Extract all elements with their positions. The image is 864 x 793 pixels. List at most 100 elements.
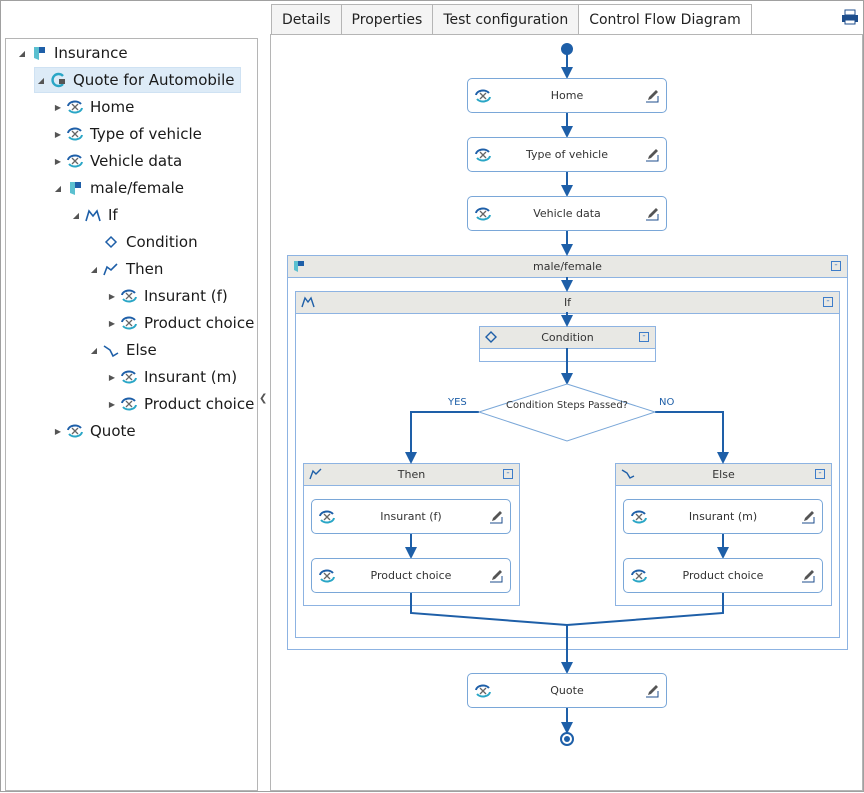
module-icon xyxy=(474,88,492,107)
collapse-button[interactable]: - xyxy=(831,261,841,271)
then-icon xyxy=(308,467,324,484)
module-icon xyxy=(120,395,138,413)
container-title: Condition xyxy=(541,331,594,344)
expand-arrow-icon[interactable]: ▶ xyxy=(54,426,62,436)
collapse-arrow-icon[interactable]: ◢ xyxy=(18,48,26,58)
print-icon[interactable] xyxy=(841,9,859,29)
tree-item[interactable]: ◢Insurance xyxy=(16,40,128,66)
step-node-type[interactable]: Type of vehicle xyxy=(467,137,667,172)
module-icon xyxy=(120,368,138,386)
tree-item[interactable]: ▶ Product choice xyxy=(106,391,254,417)
module-icon xyxy=(474,147,492,166)
folder-icon xyxy=(292,259,306,276)
collapse-panel-arrow[interactable]: ❮ xyxy=(259,393,268,404)
tree-item[interactable]: ▶Type of vehicle xyxy=(52,121,202,147)
edit-icon[interactable] xyxy=(644,206,660,225)
expand-arrow-icon[interactable]: ▶ xyxy=(54,129,62,139)
expand-arrow-icon[interactable]: ▶ xyxy=(54,156,62,166)
tree-item-label: If xyxy=(108,206,118,224)
step-label: Insurant (f) xyxy=(380,510,442,523)
tree-item[interactable]: ▶Insurant (f) xyxy=(106,283,228,309)
container-title: If xyxy=(563,296,572,309)
edit-icon[interactable] xyxy=(488,568,504,587)
edit-icon[interactable] xyxy=(644,88,660,107)
collapse-button[interactable]: - xyxy=(639,332,649,342)
module-icon xyxy=(630,568,648,587)
step-node-ins_f[interactable]: Insurant (f) xyxy=(311,499,511,534)
edit-icon[interactable] xyxy=(488,509,504,528)
if-icon xyxy=(84,206,102,224)
edit-icon[interactable] xyxy=(800,509,816,528)
tree-item[interactable]: Condition xyxy=(88,229,198,255)
tree-item[interactable]: ▶ Product choice xyxy=(106,310,254,336)
step-node-prod_f[interactable]: Product choice xyxy=(311,558,511,593)
step-label: Vehicle data xyxy=(533,207,601,220)
module-icon xyxy=(474,683,492,702)
expand-arrow-icon[interactable]: ▶ xyxy=(108,399,116,409)
step-node-vehicle[interactable]: Vehicle data xyxy=(467,196,667,231)
edit-icon[interactable] xyxy=(644,147,660,166)
tab-control-flow-diagram[interactable]: Control Flow Diagram xyxy=(578,4,752,35)
module-icon xyxy=(66,125,84,143)
tree-item[interactable]: ▶Insurant (m) xyxy=(106,364,237,390)
collapse-arrow-icon[interactable]: ◢ xyxy=(37,75,45,85)
test-tree[interactable]: ◢Insurance◢Quote for Automobile▶Home▶Typ… xyxy=(5,38,258,791)
expand-arrow-icon[interactable]: ▶ xyxy=(108,318,116,328)
tab-test-configuration[interactable]: Test configuration xyxy=(432,4,580,34)
module-icon xyxy=(318,568,336,587)
step-label: Quote xyxy=(550,684,584,697)
step-node-ins_m[interactable]: Insurant (m) xyxy=(623,499,823,534)
step-label: Product choice xyxy=(682,569,764,582)
tree-item[interactable]: ◢ Quote for Automobile xyxy=(34,67,242,93)
folder-icon xyxy=(30,44,48,62)
else-icon xyxy=(102,341,120,359)
tree-item-label: Product choice xyxy=(144,314,255,332)
container-title: Then xyxy=(397,468,426,481)
tree-item-label: Product choice xyxy=(144,395,255,413)
collapse-arrow-icon[interactable]: ◢ xyxy=(90,264,98,274)
tree-item-label: Quote for Automobile xyxy=(73,71,235,89)
module-icon xyxy=(120,287,138,305)
decision-label: Condition Steps Passed? xyxy=(506,400,628,411)
module-icon xyxy=(474,206,492,225)
expand-arrow-icon[interactable]: ▶ xyxy=(108,372,116,382)
tab-properties[interactable]: Properties xyxy=(340,4,434,34)
step-node-home[interactable]: Home xyxy=(467,78,667,113)
module-icon xyxy=(120,314,138,332)
collapse-button[interactable]: - xyxy=(503,469,513,479)
step-label: Insurant (m) xyxy=(688,510,758,523)
module-icon xyxy=(66,152,84,170)
collapse-arrow-icon[interactable]: ◢ xyxy=(72,210,80,220)
edit-icon[interactable] xyxy=(800,568,816,587)
step-node-quote[interactable]: Quote xyxy=(467,673,667,708)
condition-icon xyxy=(102,233,120,251)
step-node-prod_m[interactable]: Product choice xyxy=(623,558,823,593)
tree-item-label: Then xyxy=(126,260,164,278)
tree-item[interactable]: ◢ Else xyxy=(88,337,157,363)
container-title: Else xyxy=(712,468,735,481)
tree-item[interactable]: ▶Home xyxy=(52,94,134,120)
tree-item-label: Vehicle data xyxy=(90,152,183,170)
expand-arrow-icon[interactable]: ▶ xyxy=(54,102,62,112)
module-icon xyxy=(66,422,84,440)
expand-arrow-icon[interactable]: ▶ xyxy=(108,291,116,301)
tree-item-label: male/female xyxy=(90,179,184,197)
step-label: Product choice xyxy=(370,569,452,582)
tree-item[interactable]: ◢ Then xyxy=(88,256,163,282)
edit-icon[interactable] xyxy=(644,683,660,702)
if-icon xyxy=(300,295,316,312)
collapse-arrow-icon[interactable]: ◢ xyxy=(54,183,62,193)
collapse-button[interactable]: - xyxy=(823,297,833,307)
collapse-button[interactable]: - xyxy=(815,469,825,479)
yes-label: YES xyxy=(448,397,467,408)
tree-item-label: Else xyxy=(126,341,157,359)
tab-details[interactable]: Details xyxy=(271,4,342,34)
tree-item[interactable]: ▶Quote xyxy=(52,418,136,444)
condition-icon xyxy=(484,330,498,347)
tree-item[interactable]: ◢ If xyxy=(70,202,118,228)
tree-item[interactable]: ◢ male/female xyxy=(52,175,184,201)
tree-item[interactable]: ▶ Vehicle data xyxy=(52,148,182,174)
tree-item-label: Condition xyxy=(126,233,198,251)
collapse-arrow-icon[interactable]: ◢ xyxy=(90,345,98,355)
condition-container: Condition - xyxy=(479,326,656,362)
